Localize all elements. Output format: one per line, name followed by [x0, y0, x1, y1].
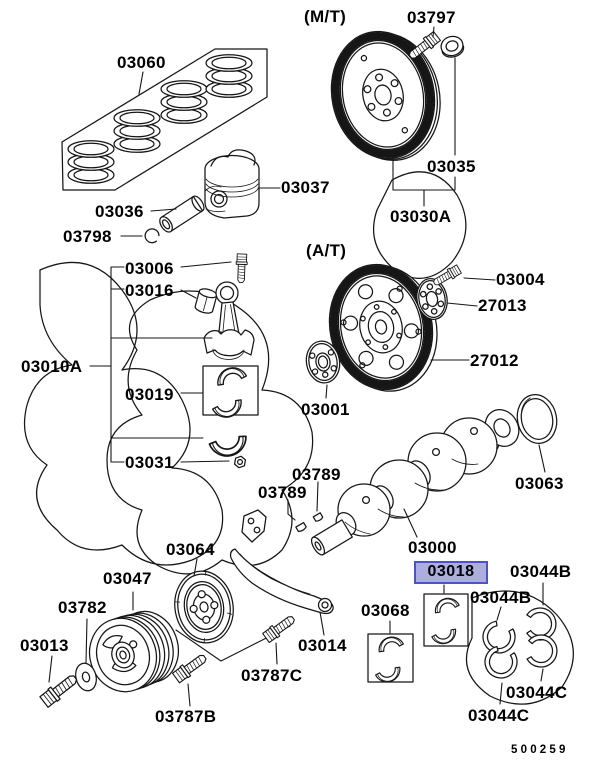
bolt-03013-drawing — [38, 671, 81, 709]
variant-label-at: (A/T) — [306, 241, 347, 260]
part-label-03004[interactable]: 03004 — [496, 270, 545, 289]
piston-drawing — [204, 149, 260, 219]
bearing-box-03018-drawing — [423, 593, 469, 648]
part-label-03031[interactable]: 03031 — [125, 453, 174, 472]
part-label-03044B-1[interactable]: 03044B — [510, 562, 572, 581]
part-label-03016[interactable]: 03016 — [125, 281, 174, 300]
bearing-box-03068-drawing — [367, 633, 414, 686]
leader-lines — [48, 26, 546, 707]
part-label-03030A[interactable]: 03030A — [390, 207, 452, 226]
crank-pulley-drawing — [88, 610, 179, 693]
part-label-03018-highlighted[interactable]: 03018 — [414, 561, 488, 584]
part-label-03044B-2[interactable]: 03044B — [470, 588, 532, 607]
part-label-03789-b[interactable]: 03789 — [258, 483, 307, 502]
piston-rings-box-drawing — [61, 48, 268, 191]
part-label-03010A[interactable]: 03010A — [21, 357, 83, 376]
variant-label-mt: (M/T) — [304, 7, 347, 26]
part-label-03036[interactable]: 03036 — [95, 202, 144, 221]
beam-03014-drawing — [229, 509, 334, 615]
part-label-03014[interactable]: 03014 — [298, 636, 347, 655]
crankshaft-drawing — [310, 409, 520, 556]
part-label-03044C-1[interactable]: 03044C — [506, 683, 568, 702]
part-label-03060[interactable]: 03060 — [117, 53, 166, 72]
piston-pin-drawing — [159, 195, 205, 233]
part-label-03789-a[interactable]: 03789 — [292, 465, 341, 484]
part-label-03044C-2[interactable]: 03044C — [468, 706, 530, 725]
part-label-03797[interactable]: 03797 — [407, 8, 456, 27]
sensor-disc-drawing — [174, 570, 234, 644]
washer-drawing — [75, 662, 97, 692]
bearing-cap-drawing — [208, 434, 251, 470]
driveplate-at-drawing — [328, 263, 438, 392]
part-label-03787B[interactable]: 03787B — [155, 707, 217, 726]
part-label-03019[interactable]: 03019 — [125, 385, 174, 404]
bearing-box-03019-drawing — [202, 363, 259, 422]
flywheel-mt-drawing — [330, 30, 441, 162]
spacer-03001-drawing — [305, 340, 341, 384]
part-label-03047[interactable]: 03047 — [103, 569, 152, 588]
part-label-03787C[interactable]: 03787C — [241, 666, 303, 685]
part-label-03006[interactable]: 03006 — [125, 259, 174, 278]
part-label-03798[interactable]: 03798 — [63, 227, 112, 246]
part-label-03001[interactable]: 03001 — [301, 400, 350, 419]
part-label-03013[interactable]: 03013 — [20, 636, 69, 655]
thrust-washers-drawing — [477, 600, 565, 684]
part-label-27012[interactable]: 27012 — [470, 351, 519, 370]
part-label-03035[interactable]: 03035 — [427, 157, 476, 176]
part-label-03000[interactable]: 03000 — [408, 538, 457, 557]
drawing-number: 500259 — [511, 744, 569, 756]
watermark — [23, 171, 574, 705]
pilot-bushing-drawing — [440, 35, 465, 58]
part-label-03037[interactable]: 03037 — [281, 178, 330, 197]
bracket-03010A-lines — [89, 266, 213, 463]
part-label-03782[interactable]: 03782 — [58, 598, 107, 617]
part-label-27013[interactable]: 27013 — [478, 296, 527, 315]
part-label-03068[interactable]: 03068 — [361, 601, 410, 620]
part-label-03063[interactable]: 03063 — [515, 474, 564, 493]
bolt-03787C-drawing — [261, 612, 298, 644]
snap-ring-drawing — [144, 228, 160, 244]
part-label-03064[interactable]: 03064 — [166, 540, 215, 559]
woodruff-keys-drawing — [295, 512, 324, 533]
connecting-rod-drawing — [194, 253, 255, 360]
adapter-plate-drawing — [416, 278, 448, 320]
oil-seal-drawing — [516, 394, 558, 444]
